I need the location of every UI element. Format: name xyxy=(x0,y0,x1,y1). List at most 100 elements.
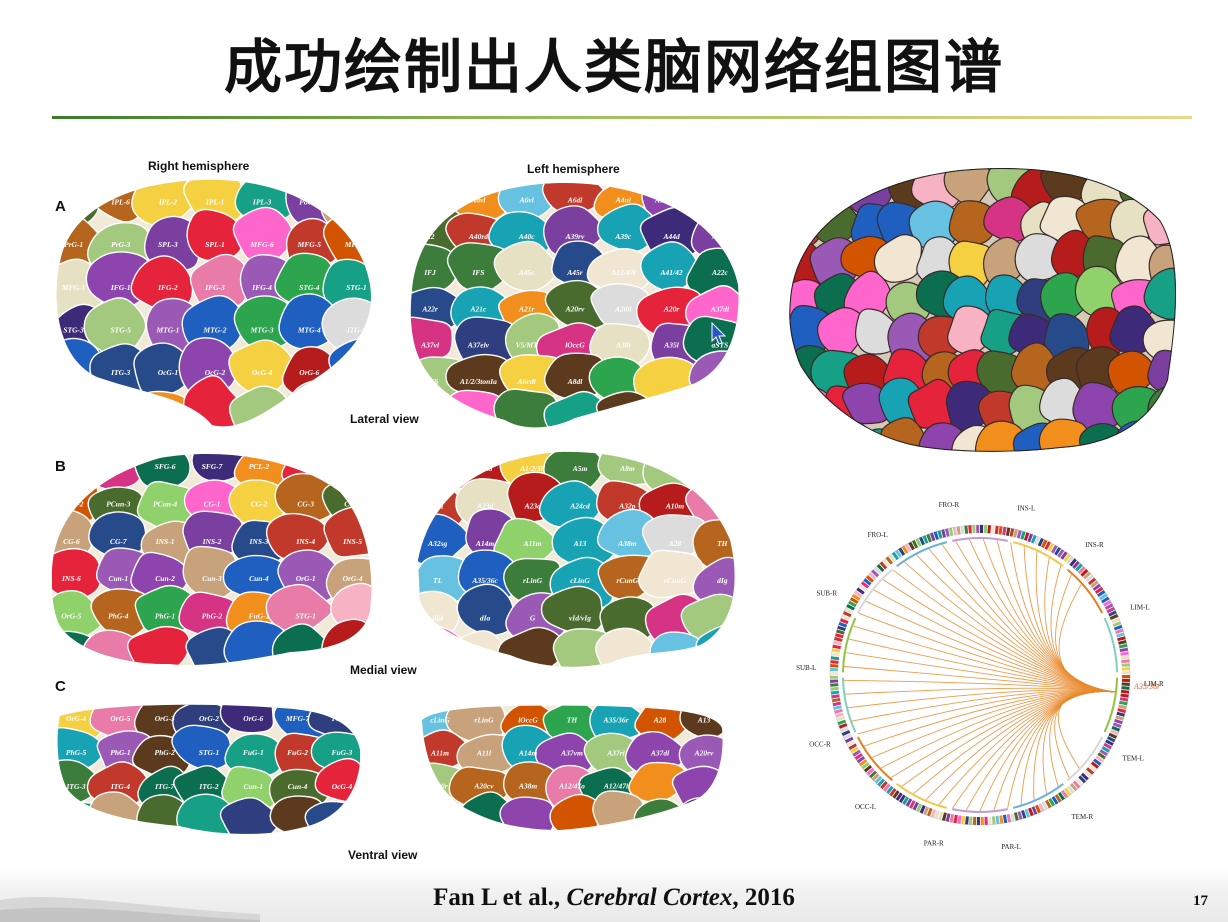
lateral-left-region-label: A12/47l xyxy=(610,268,636,277)
connectogram-segment xyxy=(909,800,916,809)
connectogram-segment xyxy=(929,532,936,542)
lateral-right-parcel xyxy=(232,206,294,265)
connectogram-segment xyxy=(1101,596,1110,604)
connectogram-segment xyxy=(898,547,906,556)
lateral-left-region-label: A38l xyxy=(615,341,632,350)
connectogram-segment xyxy=(905,543,912,552)
connectogram-chord xyxy=(873,589,1115,693)
connectogram-chord xyxy=(863,690,1115,747)
connectogram-segment xyxy=(830,683,839,687)
connectogram-segment xyxy=(1051,545,1058,554)
medial-right-region-label: INS-6 xyxy=(61,574,81,583)
connectogram-segment xyxy=(835,712,844,718)
ventral-right-parcel xyxy=(57,727,105,773)
ventral-right-region-label: OrG-6 xyxy=(243,714,263,723)
lateral-left-parcel xyxy=(493,240,559,292)
citation-journal: Cerebral Cortex xyxy=(566,884,733,911)
cortex-3d-parcel xyxy=(1142,202,1177,246)
connectogram-segment xyxy=(861,762,870,770)
ventral-left-region-label: A20r xyxy=(431,782,448,791)
lateral-right-region-label: MFG-6 xyxy=(249,240,274,249)
connectogram-segment xyxy=(999,815,1004,824)
connectogram-segment xyxy=(1072,780,1081,789)
connectogram-segment xyxy=(983,525,988,534)
medial-right-region-label: Cun-3 xyxy=(202,574,222,583)
ventral-right-region-label: OrG-4 xyxy=(66,714,86,723)
connectogram-segment xyxy=(831,652,840,657)
connectogram-group-label: LIM-R xyxy=(1144,680,1164,688)
connectogram-segment xyxy=(1069,558,1077,567)
connectogram-segment xyxy=(922,535,929,544)
medial-right-region-label: PCun-3 xyxy=(106,500,130,509)
lateral-left-region-label: IFS xyxy=(471,268,484,277)
ventral-left-region-label: A38m xyxy=(518,782,538,791)
medial-left-region-label: A11m xyxy=(523,539,542,548)
connectogram-segment xyxy=(1088,577,1097,586)
connectogram-group-arc xyxy=(1012,541,1064,567)
connectogram-segment xyxy=(1106,736,1116,743)
lateral-right-region-label: MFG-1 xyxy=(61,283,85,292)
medial-right-parcel xyxy=(133,453,191,490)
connectogram-segment xyxy=(848,743,857,750)
cortex-3d-parcel xyxy=(974,420,1028,452)
medial-left-region-label: A23v xyxy=(713,502,731,511)
medial-right-region-label: INS-5 xyxy=(342,537,362,546)
connectogram-segment xyxy=(838,622,848,628)
connectogram-segment xyxy=(1024,808,1031,818)
lateral-right-parcel xyxy=(189,253,249,312)
connectogram-segment xyxy=(850,746,859,754)
ventral-right-region-label: FuG-2 xyxy=(287,748,308,757)
connectogram-segment xyxy=(1113,624,1123,631)
medial-left-region-label: dId xyxy=(432,614,443,623)
connectogram-segment xyxy=(1080,568,1089,577)
connectogram-segment xyxy=(830,664,839,668)
medial-left-region-label: G xyxy=(530,614,536,623)
connectogram-segment xyxy=(1078,775,1087,784)
connectogram-segment xyxy=(858,584,867,592)
medial-right-region-label: CG-3 xyxy=(297,500,314,509)
connectogram-segment xyxy=(1047,543,1055,552)
lateral-left-region-label: A6cdl xyxy=(517,377,537,386)
connectogram-segment xyxy=(1010,813,1015,822)
cortex-3d-parcel xyxy=(1114,420,1165,452)
connectogram-segment xyxy=(844,607,854,614)
lateral-right-region-label: STG-1 xyxy=(346,283,366,292)
ventral-right-region-label: MFG-7 xyxy=(285,714,310,723)
lateral-left-region-label: A40c xyxy=(518,232,536,241)
lateral-right-region-label: STG-5 xyxy=(110,326,131,335)
lateral-left-parcel xyxy=(687,182,739,229)
lateral-right-region-label: IFG-4 xyxy=(251,283,272,292)
connectogram-segment xyxy=(1121,667,1130,671)
lateral-left-region-label: A35l xyxy=(663,341,680,350)
lateral-right-region-label: MTG-4 xyxy=(297,326,321,335)
connectogram-segment xyxy=(1017,811,1023,820)
medial-left-parcel xyxy=(538,480,602,528)
connectogram-segment xyxy=(1112,722,1122,728)
connectogram-segment xyxy=(1120,655,1130,660)
connectogram-chord xyxy=(865,600,1115,693)
medial-left-region-label: A24cd xyxy=(569,502,590,511)
cortex-3d-parcel xyxy=(816,307,867,358)
medial-right-parcel xyxy=(265,583,333,634)
ventral-right-region-label: ITG-2 xyxy=(198,782,218,791)
medial-right-region-label: INS-3 xyxy=(249,537,269,546)
ventral-left-region-label: cLinG xyxy=(430,716,450,725)
lateral-left-region-label: aSTS xyxy=(712,341,729,350)
connectogram-segment xyxy=(891,551,899,561)
medial-view-label: Medial view xyxy=(350,663,417,677)
connectogram-segment xyxy=(833,705,842,710)
lateral-right-region-label: IPL-1 xyxy=(205,198,224,207)
connectogram-segment xyxy=(892,790,900,799)
cortex-3d-parcel xyxy=(1142,319,1177,363)
ventral-left-parcel xyxy=(499,796,555,830)
connectogram-segment xyxy=(1121,682,1130,686)
ventral-right-region-label: FuG-3 xyxy=(331,748,352,757)
connectogram-chord xyxy=(925,690,1115,801)
connectogram-segment xyxy=(1041,801,1049,810)
medial-left-parcel xyxy=(540,585,604,635)
connectogram-segment xyxy=(1117,708,1126,714)
lateral-right-parcel xyxy=(83,297,147,358)
medial-right-region-label: PCL-1 xyxy=(295,462,315,471)
ventral-right-parcel xyxy=(219,704,275,734)
lateral-left-region-label: A40rd xyxy=(468,232,488,241)
